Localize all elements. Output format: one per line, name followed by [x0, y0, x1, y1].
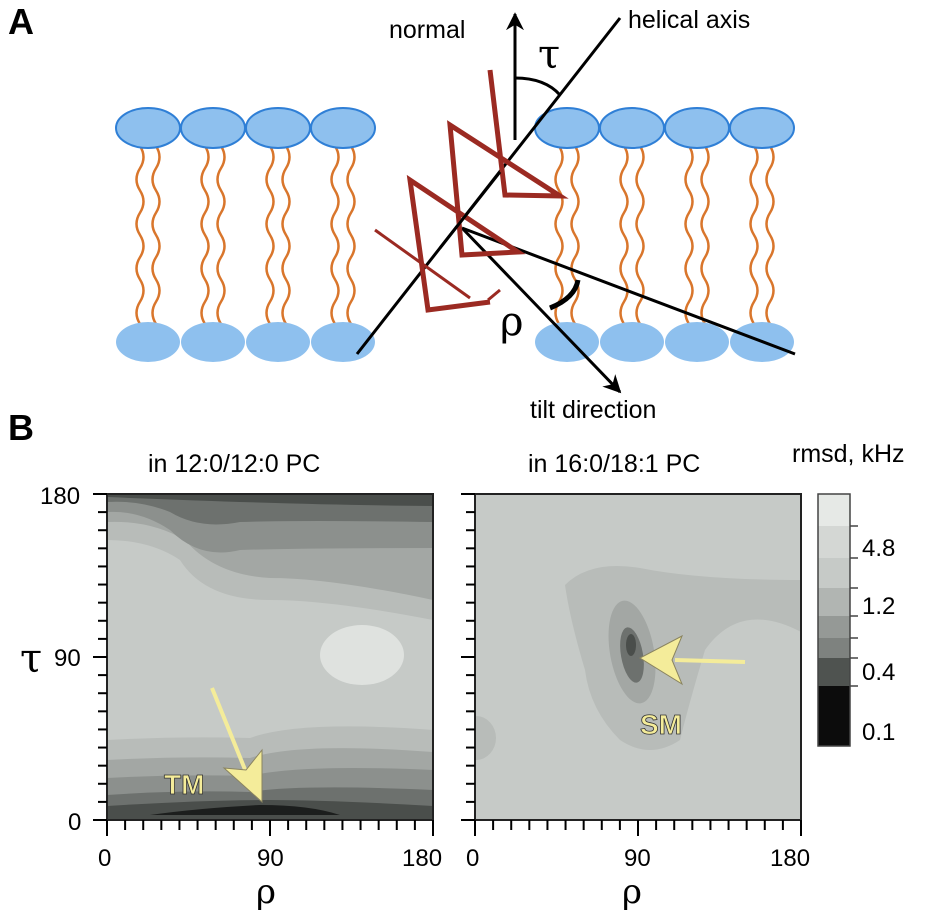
sm-label: SM: [640, 709, 682, 740]
x-tick-label-left: 90: [257, 845, 284, 872]
helix-ribbon: [374, 69, 569, 313]
tm-label: TM: [164, 769, 204, 800]
colorbar-label: 1.2: [862, 593, 895, 620]
sm-arrow: [638, 634, 746, 686]
lipid-head: [600, 322, 664, 362]
panel-a-letter: A: [8, 1, 34, 42]
y-tick-label: 0: [68, 809, 81, 836]
lipid-head: [665, 322, 729, 362]
lipid-head: [535, 322, 599, 362]
tau-symbol: τ: [538, 32, 560, 78]
left-plot-title: in 12:0/12:0 PC: [148, 450, 320, 478]
colorbar-label: 4.8: [862, 535, 895, 562]
lipid-tail: [346, 145, 356, 325]
lipid-tail: [265, 145, 275, 325]
colorbar-label: 0.4: [862, 659, 895, 686]
helical-axis-label: helical axis: [628, 6, 750, 34]
lipid-tails: [135, 145, 775, 325]
helical-axis-front: [438, 171, 502, 249]
lipid-head: [246, 322, 310, 362]
lipid-tail: [570, 145, 580, 325]
right-contour-plot: [475, 494, 801, 820]
left-contour-plot: [107, 494, 433, 820]
tm-arrow: [210, 687, 263, 804]
lipid-head: [245, 107, 311, 149]
lipid-head: [116, 322, 180, 362]
lipid-tail: [749, 145, 759, 325]
colorbar-label: 0.1: [862, 719, 895, 746]
rho-symbol: ρ: [500, 299, 524, 345]
axis-ticks: [93, 493, 802, 836]
x-tick-label-left: 0: [98, 845, 111, 872]
y-axis-symbol: τ: [20, 636, 42, 682]
lipid-head: [115, 107, 181, 149]
normal-label: normal: [389, 16, 465, 44]
lipid-tail: [200, 145, 210, 325]
right-plot-title: in 16:0/18:1 PC: [528, 450, 700, 478]
colorbar: [817, 493, 858, 747]
lipid-head: [729, 107, 795, 149]
tilt-direction-label: tilt direction: [530, 396, 656, 424]
lipid-head: [180, 107, 246, 149]
x-axis-symbol-left: ρ: [256, 872, 276, 912]
lipid-tail: [216, 145, 226, 325]
x-tick-label-right: 180: [770, 845, 810, 872]
lipid-heads: [115, 107, 795, 362]
lipid-head: [310, 107, 376, 149]
x-tick-label-left: 180: [402, 845, 442, 872]
lipid-tail: [281, 145, 291, 325]
lipid-tail: [700, 145, 710, 325]
y-tick-label: 180: [40, 483, 80, 510]
lipid-head: [599, 107, 665, 149]
lipid-bilayer: [115, 107, 795, 362]
lipid-head: [664, 107, 730, 149]
lipid-tail: [765, 145, 775, 325]
lipid-tail: [330, 145, 340, 325]
lipid-head: [181, 322, 245, 362]
lipid-tail: [619, 145, 629, 325]
tau-arc: [514, 76, 562, 97]
lipid-tail: [135, 145, 145, 325]
colorbar-title: rmsd, kHz: [792, 440, 905, 468]
x-tick-label-right: 90: [624, 845, 651, 872]
rho-arc: [549, 279, 581, 311]
lipid-tail: [554, 145, 564, 325]
y-tick-label: 90: [54, 645, 81, 672]
x-tick-label-right: 0: [466, 845, 479, 872]
lipid-tail: [151, 145, 161, 325]
panel-b-letter: B: [8, 407, 34, 448]
lipid-tail: [684, 145, 694, 325]
x-axis-symbol-right: ρ: [622, 872, 642, 912]
